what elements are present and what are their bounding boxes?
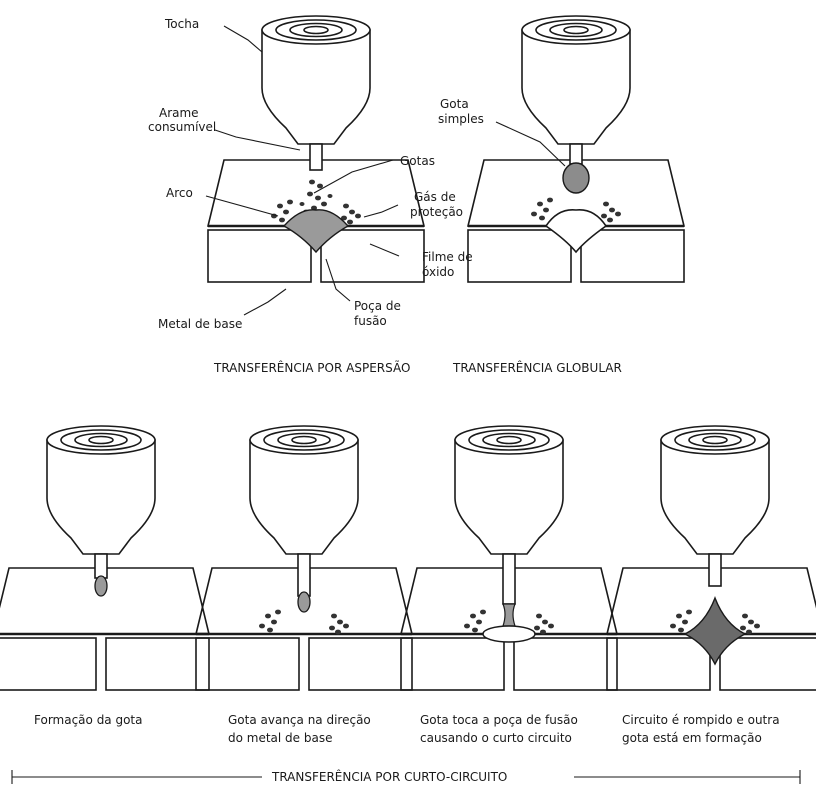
torch-sc-step-2 [250,426,358,554]
caption-gota-toca-line1: Gota toca a poça de fusão [420,713,578,727]
label-gas-line2: proteção [410,205,463,219]
panel-sc-step-1 [0,426,209,690]
bridge-sc-step-3 [503,604,515,626]
caption-circuito-rompido-line2: gota está em formação [622,731,762,745]
panel-sc-step-3 [401,426,617,690]
torch-aspersao [262,16,370,144]
label-poca-line2: fusão [354,314,387,328]
label-gotas: Gotas [400,154,435,168]
panel-sc-step-2 [196,426,412,690]
title-curto-circuito: TRANSFERÊNCIA POR CURTO-CIRCUITO [271,769,507,784]
label-metal-de-base: Metal de base [158,317,242,331]
caption-formacao-gota: Formação da gota [34,713,143,727]
weld-pool-sc-step-4 [685,598,745,664]
label-arame-line1: Arame [159,106,199,120]
label-filme-line2: óxido [422,265,454,279]
torch-sc-step-3 [455,426,563,554]
weld-pool-aspersao [284,210,348,252]
caption-gota-toca-line2: causando o curto circuito [420,731,572,745]
label-tocha: Tocha [164,17,199,31]
label-poca-line1: Poça de [354,299,401,313]
label-gota-line1: Gota [440,97,469,111]
label-gota-line2: simples [438,112,484,126]
label-gas-line1: Gás de [414,190,456,204]
label-arame-line2: consumível [148,120,216,134]
panel-aspersao [208,16,424,282]
single-drop [563,163,589,193]
title-aspersao: TRANSFERÊNCIA POR ASPERSÃO [213,360,410,375]
label-arco: Arco [166,186,193,200]
caption-gota-avanca-line2: do metal de base [228,731,332,745]
torch-globular [522,16,630,144]
leader-lines [206,26,565,315]
torch-sc-step-4 [661,426,769,554]
title-globular: TRANSFERÊNCIA GLOBULAR [452,360,622,375]
panel-globular [468,16,684,282]
caption-circuito-rompido-line1: Circuito é rompido e outra [622,713,780,727]
caption-gota-avanca-line1: Gota avança na direção [228,713,371,727]
panel-sc-step-4 [607,426,816,690]
torch-sc-step-1 [47,426,155,554]
label-filme-line1: Filme de [422,250,473,264]
weld-pool-sc-step-3 [483,626,535,642]
weld-pool-globular [546,210,606,252]
drop-sc-step-2 [298,592,310,612]
drop-sc-step-1 [95,576,107,596]
